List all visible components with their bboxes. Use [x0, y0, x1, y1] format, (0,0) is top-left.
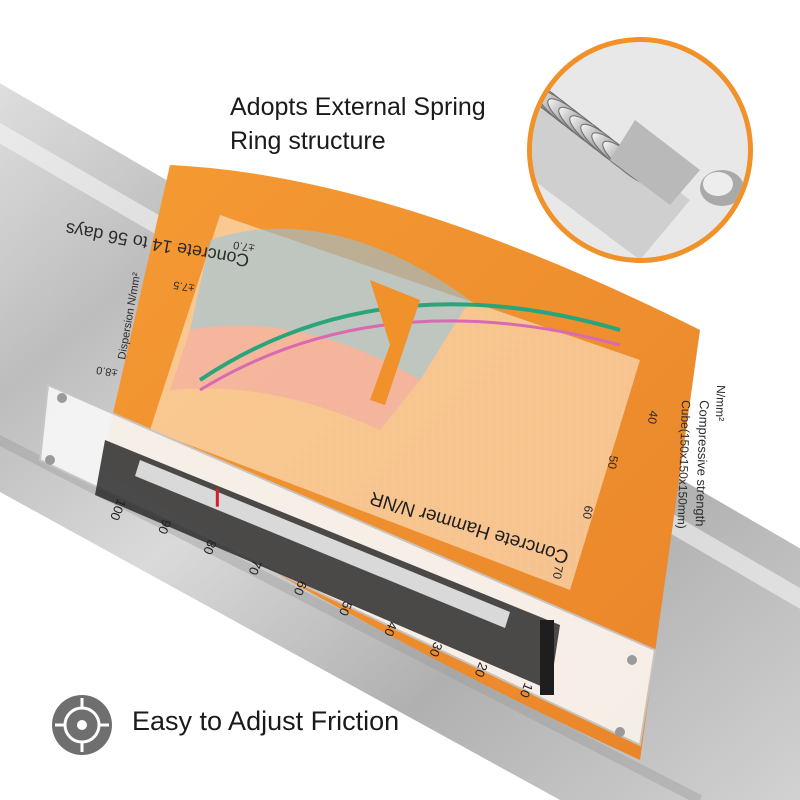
scale-tick-label: 30	[426, 640, 445, 659]
strength-unit: N/mm²	[713, 385, 728, 421]
strength-tick-label: 50	[605, 454, 621, 470]
strength-tick-label: 40	[645, 409, 661, 425]
strength-label-1: Compressive strength	[693, 400, 712, 527]
spring-detail-callout	[527, 37, 753, 263]
scale-tick-label: 60	[291, 579, 310, 598]
scale-tick-label: 80	[200, 538, 219, 557]
strength-ticks: 40 50 60 70	[550, 409, 661, 580]
callout-line-1: Adopts External Spring	[230, 93, 486, 121]
feature-label: Easy to Adjust Friction	[132, 706, 400, 736]
strength-tick-label: 60	[580, 504, 596, 520]
dispersion-values: ±8.0 ±7.5 ±7.0	[95, 238, 255, 379]
target-crosshair-icon	[52, 695, 112, 755]
scale-tick-label: 70	[245, 558, 264, 577]
scale-tick-label: 40	[381, 620, 400, 639]
scale-tick-label: 90	[155, 517, 174, 536]
reading-marker	[215, 488, 219, 507]
scale-tick-label: 50	[336, 599, 355, 618]
callout-line-2: Ring structure	[230, 127, 386, 155]
strength-tick-label: 70	[550, 564, 566, 580]
dispersion-value: ±7.5	[172, 278, 195, 294]
spring-callout-text: Adopts External Spring Ring structure	[230, 90, 486, 158]
dispersion-value: ±8.0	[95, 363, 118, 379]
strength-label-2: Cube(150x150x150mm)	[675, 400, 693, 529]
scale-tick-label: 20	[472, 660, 491, 679]
scale-tick-label: 10	[517, 681, 536, 700]
scale-slider[interactable]	[540, 620, 554, 695]
dispersion-value: ±7.0	[232, 238, 255, 254]
